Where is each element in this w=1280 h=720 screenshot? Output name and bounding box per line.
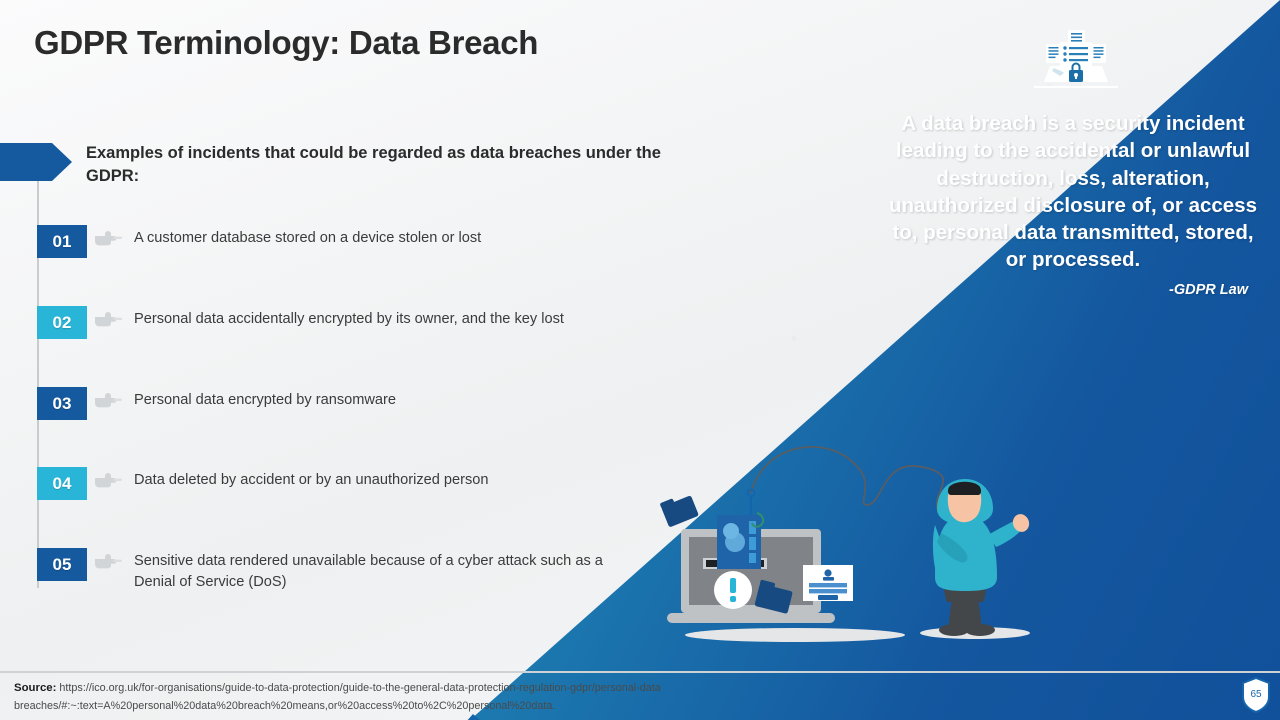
locked-documents-icon <box>1034 30 1118 88</box>
pointing-hand-icon <box>95 393 122 408</box>
source-url-line-1[interactable]: https://ico.org.uk/for-organisations/gui… <box>59 682 661 694</box>
item-text: A customer database stored on a device s… <box>134 230 482 246</box>
timeline-rail <box>37 181 39 588</box>
item-text: Sensitive data rendered unavailable beca… <box>134 553 603 590</box>
pointing-hand-icon <box>95 312 122 327</box>
item-text: Personal data encrypted by ransomware <box>134 392 397 408</box>
source-label: Source: <box>14 682 57 694</box>
list-item[interactable]: 01 A customer database stored on a devic… <box>0 225 634 258</box>
phishing-data-breach-illustration <box>660 446 1030 642</box>
quote-text: A data breach is a security incident lea… <box>889 112 1257 272</box>
pointing-hand-icon <box>95 231 122 246</box>
page-number-badge: 65 <box>1242 676 1270 714</box>
source-url-line-2[interactable]: breaches/#:~:text=A%20personal%20data%20… <box>14 699 556 712</box>
item-badge: 01 <box>37 225 87 258</box>
pointing-hand-icon <box>95 473 122 488</box>
login-card-icon <box>803 565 853 601</box>
item-badge: 03 <box>37 387 87 420</box>
pointing-hand-icon <box>95 554 122 569</box>
item-badge: 05 <box>37 548 87 581</box>
list-item[interactable]: 03 Personal data encrypted by ransomware <box>0 387 634 420</box>
quote-author: -GDPR Law <box>1169 282 1248 298</box>
banner-arrow <box>0 143 72 181</box>
item-badge: 04 <box>37 467 87 500</box>
page-title: GDPR Terminology: Data Breach <box>34 24 539 61</box>
section-subtitle: Examples of incidents that could be rega… <box>86 144 661 185</box>
hacker-figure <box>932 479 1030 636</box>
item-text: Personal data accidentally encrypted by … <box>134 311 564 327</box>
page-number: 65 <box>1250 689 1262 700</box>
list-item[interactable]: 02 Personal data accidentally encrypted … <box>0 306 634 339</box>
footer-divider <box>0 671 1280 673</box>
source-note: Source: https://ico.org.uk/for-organisat… <box>14 680 914 714</box>
list-item[interactable]: 04 Data deleted by accident or by an una… <box>0 467 634 500</box>
list-item[interactable]: 05 Sensitive data rendered unavailable b… <box>0 548 619 592</box>
item-text: Data deleted by accident or by an unauth… <box>134 472 489 488</box>
item-badge: 02 <box>37 306 87 339</box>
